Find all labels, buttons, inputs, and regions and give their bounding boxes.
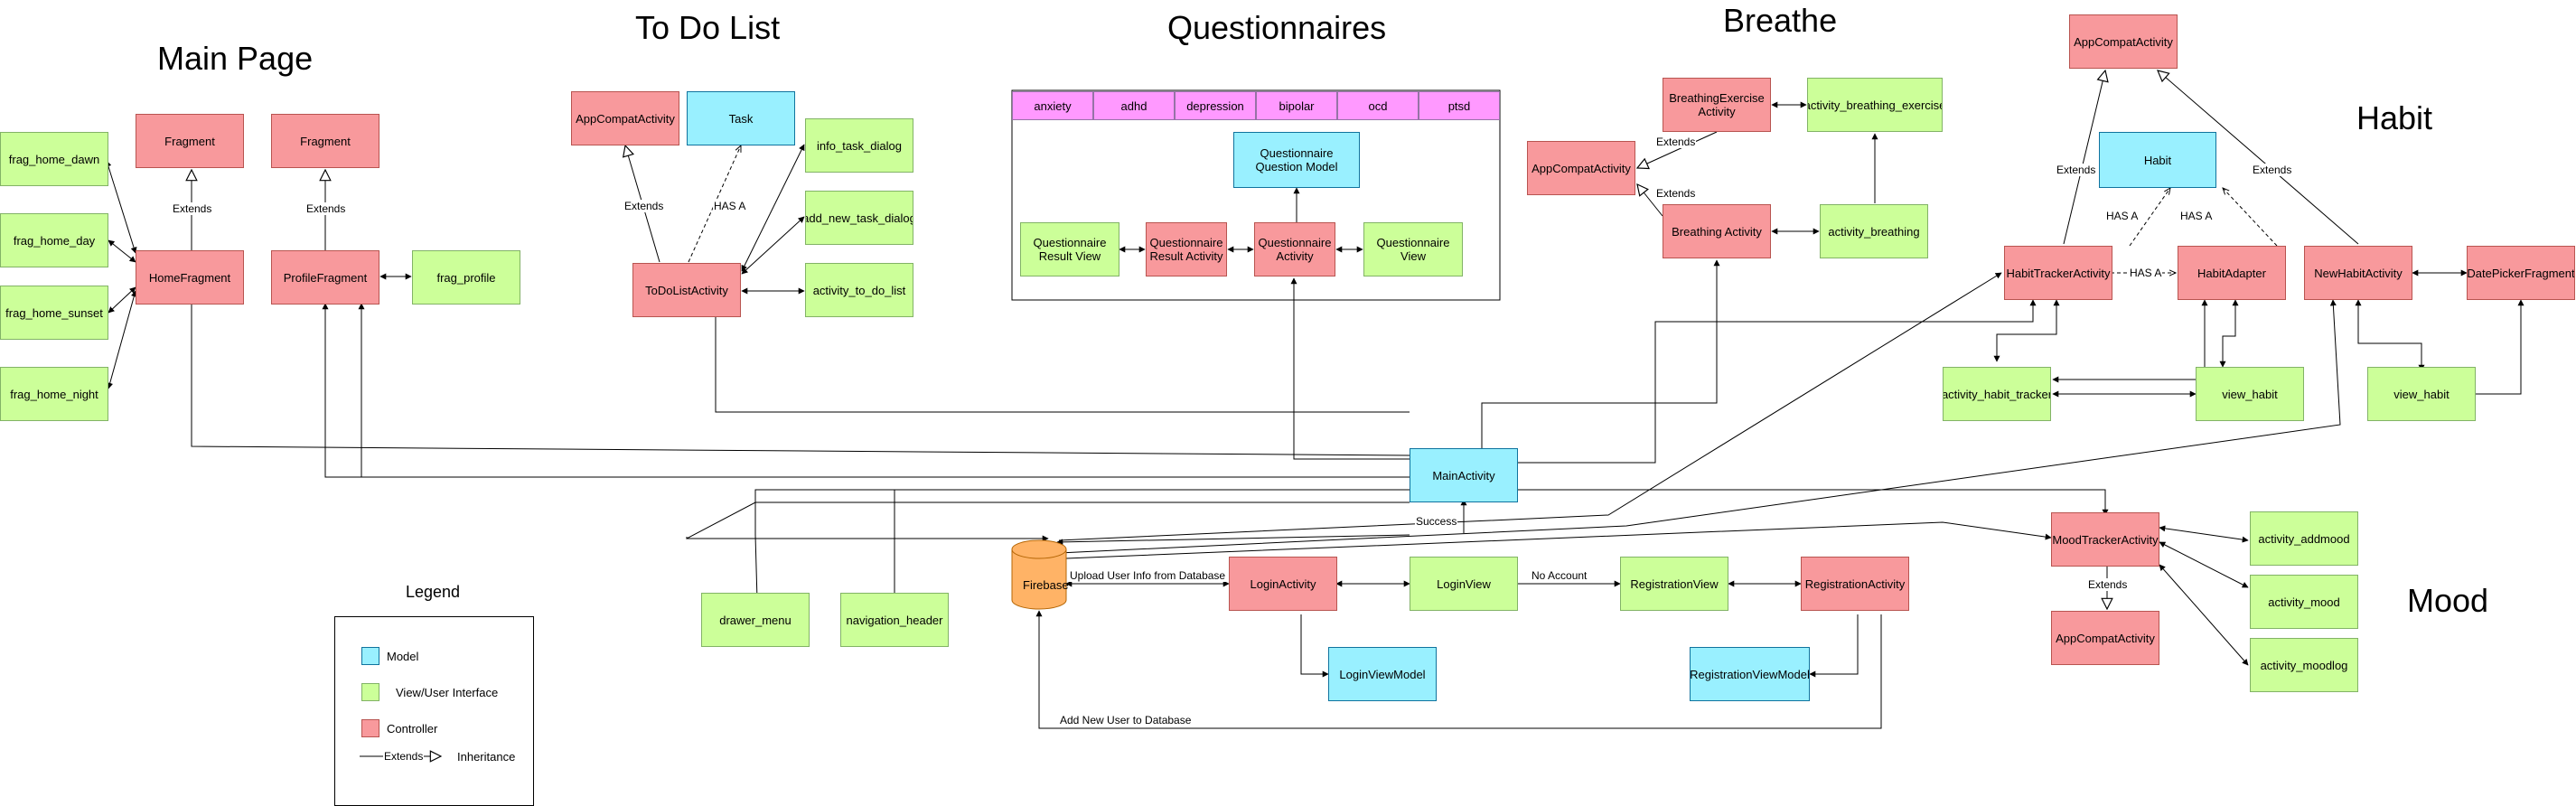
legend-controller-label: Controller: [387, 722, 438, 736]
node-frag-home-sunset[interactable]: frag_home_sunset: [0, 286, 108, 340]
label-extends-breathe-1: Extends: [1655, 136, 1697, 148]
label-extends-main-1: Extends: [172, 202, 213, 215]
node-activity-breathing-exercise[interactable]: activity_breathing_exercise: [1807, 78, 1943, 132]
node-questionnaire-result-view[interactable]: Questionnaire Result View: [1020, 222, 1119, 276]
label-add-new-user: Add New User to Database: [1059, 714, 1193, 726]
tab-adhd[interactable]: adhd: [1093, 91, 1175, 120]
node-view-habit-1[interactable]: view_habit: [2196, 367, 2304, 421]
tab-ocd[interactable]: ocd: [1337, 91, 1419, 120]
legend-view-swatch: [361, 683, 379, 701]
label-has-a-todo: HAS A: [713, 200, 747, 212]
node-activity-to-do-list[interactable]: activity_to_do_list: [805, 263, 913, 317]
node-fragment-2[interactable]: Fragment: [271, 114, 379, 168]
node-registration-view-model[interactable]: RegistrationViewModel: [1690, 647, 1810, 701]
node-breathing-activity[interactable]: Breathing Activity: [1663, 204, 1771, 258]
node-breathe-appcompat[interactable]: AppCompatActivity: [1527, 141, 1635, 195]
node-habit-model[interactable]: Habit: [2099, 132, 2216, 188]
node-activity-addmood[interactable]: activity_addmood: [2250, 511, 2358, 566]
heading-mood: Mood: [2407, 582, 2489, 619]
node-registration-view[interactable]: RegistrationView: [1620, 557, 1728, 611]
node-frag-home-dawn[interactable]: frag_home_dawn: [0, 132, 108, 186]
label-has-a-habit-2: HAS A: [2179, 210, 2214, 222]
tab-bipolar[interactable]: bipolar: [1256, 91, 1337, 120]
node-todo-appcompat[interactable]: AppCompatActivity: [571, 91, 679, 145]
label-upload-user-info: Upload User Info from Database: [1069, 569, 1227, 582]
firebase-label: Firebase: [1023, 578, 1069, 592]
tab-anxiety[interactable]: anxiety: [1012, 91, 1093, 120]
heading-habit: Habit: [2356, 99, 2433, 136]
label-has-a-habit-1: HAS A: [2105, 210, 2140, 222]
label-extends-main-2: Extends: [305, 202, 347, 215]
label-extends-mood: Extends: [2087, 578, 2129, 591]
node-task[interactable]: Task: [687, 91, 795, 145]
node-activity-breathing[interactable]: activity_breathing: [1820, 204, 1928, 258]
node-questionnaire-question-model[interactable]: Questionnaire Question Model: [1233, 132, 1360, 188]
node-todo-list-activity[interactable]: ToDoListActivity: [632, 263, 741, 317]
node-login-activity[interactable]: LoginActivity: [1229, 557, 1337, 611]
node-add-new-task-dialog[interactable]: add_new_task_dialog: [805, 191, 913, 245]
node-habit-adapter[interactable]: HabitAdapter: [2178, 246, 2286, 300]
node-date-picker-fragment[interactable]: DatePickerFragment: [2467, 246, 2575, 300]
heading-questionnaires: Questionnaires: [1167, 9, 1387, 46]
node-activity-moodlog[interactable]: activity_moodlog: [2250, 638, 2358, 692]
heading-to-do-list: To Do List: [635, 9, 781, 46]
legend-model-swatch: [361, 647, 379, 665]
node-activity-habit-tracker[interactable]: activity_habit_tracker: [1943, 367, 2051, 421]
label-no-account: No Account: [1531, 569, 1588, 582]
node-mood-tracker-activity[interactable]: MoodTrackerActivity: [2051, 512, 2159, 567]
node-view-habit-2[interactable]: view_habit: [2367, 367, 2476, 421]
node-home-fragment[interactable]: HomeFragment: [136, 250, 244, 305]
node-new-habit-activity[interactable]: NewHabitActivity: [2304, 246, 2412, 300]
label-extends-breathe-2: Extends: [1655, 187, 1697, 200]
legend-extends-label: Extends: [383, 750, 425, 763]
heading-breathe: Breathe: [1723, 2, 1838, 39]
label-has-a-habit-3: HAS A: [2129, 267, 2163, 279]
node-drawer-menu[interactable]: drawer_menu: [701, 593, 810, 647]
tab-depression[interactable]: depression: [1175, 91, 1256, 120]
tab-ptsd[interactable]: ptsd: [1419, 91, 1500, 120]
node-mood-appcompat[interactable]: AppCompatActivity: [2051, 611, 2159, 665]
node-fragment-1[interactable]: Fragment: [136, 114, 244, 168]
node-questionnaire-view[interactable]: Questionnaire View: [1363, 222, 1463, 276]
node-info-task-dialog[interactable]: info_task_dialog: [805, 118, 913, 173]
node-questionnaire-result-activity[interactable]: Questionnaire Result Activity: [1146, 222, 1227, 276]
node-habit-appcompat[interactable]: AppCompatActivity: [2069, 14, 2178, 69]
node-questionnaire-activity[interactable]: Questionnaire Activity: [1254, 222, 1335, 276]
node-habit-tracker-activity[interactable]: HabitTrackerActivity: [2004, 246, 2112, 300]
legend-title: Legend: [406, 583, 461, 601]
label-extends-habit-2: Extends: [2252, 164, 2293, 176]
legend-inheritance-label: Inheritance: [457, 750, 516, 764]
node-breathing-exercise-activity[interactable]: BreathingExercise Activity: [1663, 78, 1771, 132]
legend-box: [334, 616, 534, 806]
legend-controller-swatch: [361, 719, 379, 737]
node-login-view[interactable]: LoginView: [1410, 557, 1518, 611]
legend-view-label: View/User Interface: [396, 686, 499, 699]
label-success: Success: [1415, 515, 1458, 528]
node-login-view-model[interactable]: LoginViewModel: [1328, 647, 1437, 701]
label-extends-todo: Extends: [623, 200, 665, 212]
node-profile-fragment[interactable]: ProfileFragment: [271, 250, 379, 305]
heading-main-page: Main Page: [157, 40, 314, 77]
node-navigation-header[interactable]: navigation_header: [840, 593, 949, 647]
node-main-activity[interactable]: MainActivity: [1410, 448, 1518, 502]
node-frag-home-night[interactable]: frag_home_night: [0, 367, 108, 421]
node-frag-home-day[interactable]: frag_home_day: [0, 213, 108, 267]
label-extends-habit-1: Extends: [2056, 164, 2097, 176]
node-frag-profile[interactable]: frag_profile: [412, 250, 520, 305]
legend-model-label: Model: [387, 650, 419, 663]
firebase-cylinder: [1011, 539, 1067, 610]
node-registration-activity[interactable]: RegistrationActivity: [1801, 557, 1909, 611]
node-activity-mood[interactable]: activity_mood: [2250, 575, 2358, 629]
